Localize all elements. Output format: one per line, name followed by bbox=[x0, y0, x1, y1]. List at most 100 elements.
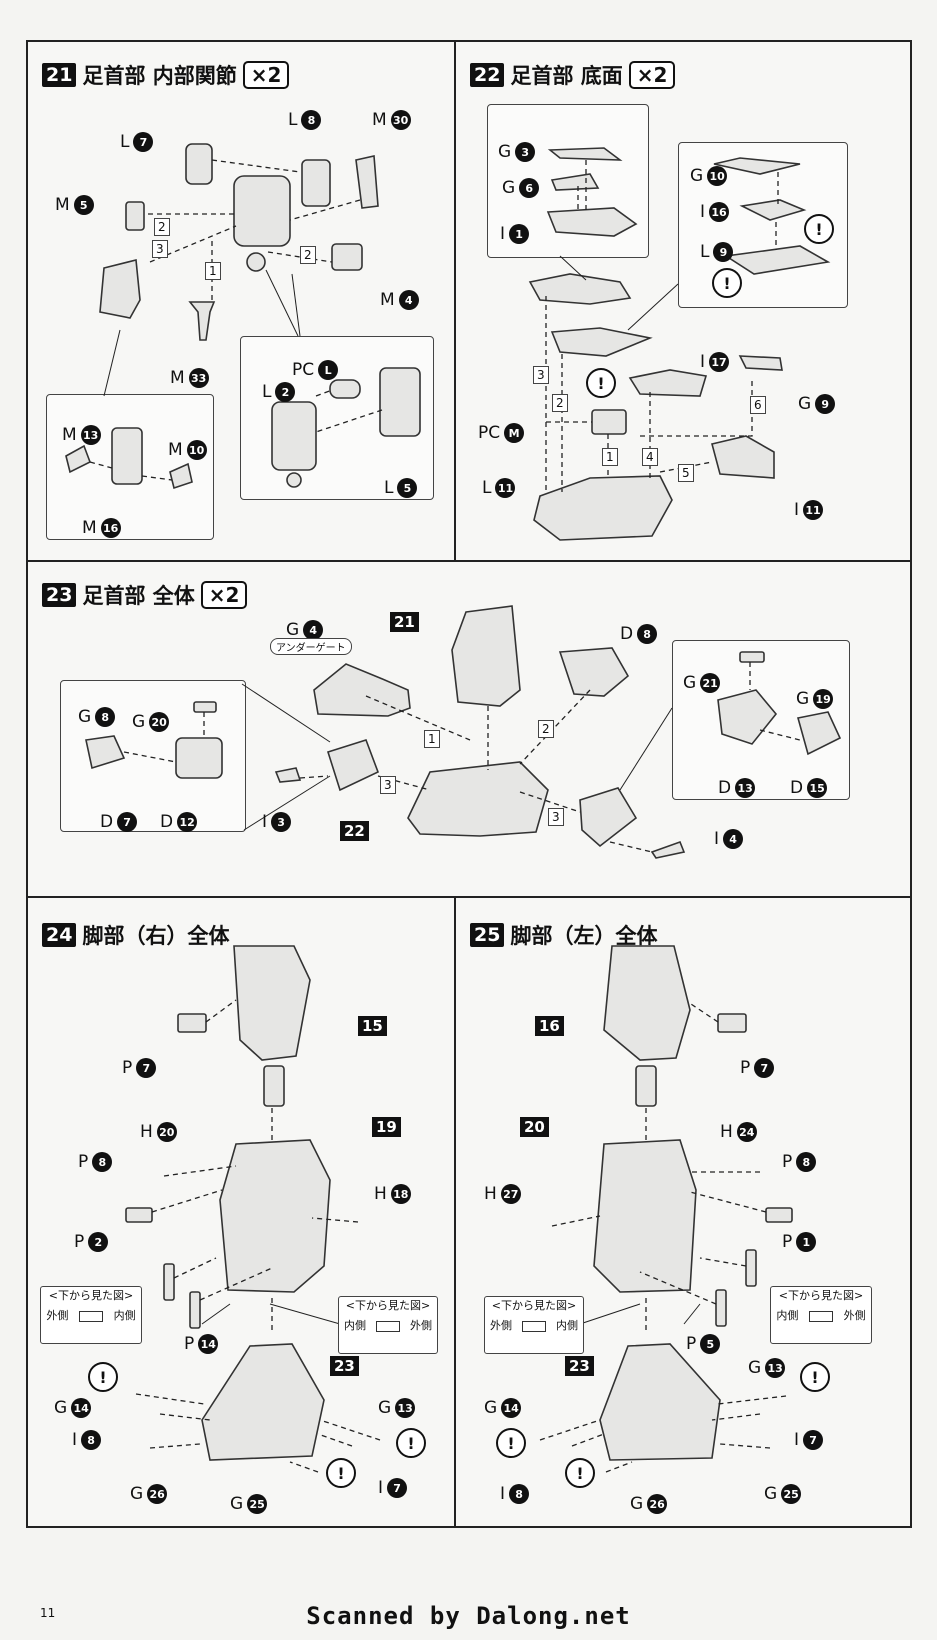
part-i16 bbox=[739, 199, 807, 221]
part-i1-assembled bbox=[528, 273, 632, 305]
leg-main-right bbox=[219, 1139, 331, 1293]
leg-upper-left bbox=[603, 945, 691, 1061]
runner-letter: I bbox=[700, 352, 706, 372]
part-g3 bbox=[547, 147, 623, 161]
part-g9 bbox=[738, 355, 783, 371]
part-number-badge: 14 bbox=[198, 1334, 219, 1354]
part-p2 bbox=[163, 1263, 175, 1301]
runner-letter: G bbox=[796, 689, 810, 709]
caution-icon: ! bbox=[326, 1458, 356, 1488]
runner-letter: G bbox=[498, 142, 512, 162]
part-number-badge: 8 bbox=[95, 707, 116, 727]
runner-letter: I bbox=[500, 1484, 506, 1504]
runner-letter: I bbox=[378, 1478, 384, 1498]
scan-credit: Scanned by Dalong.net bbox=[306, 1602, 631, 1630]
part-number-badge: 1 bbox=[796, 1232, 817, 1252]
part-number-badge: 30 bbox=[390, 110, 411, 130]
part-number-badge: 27 bbox=[500, 1184, 521, 1204]
runner-letter: P bbox=[740, 1058, 751, 1078]
part-number-badge: 13 bbox=[80, 425, 101, 445]
part-number-badge: 9 bbox=[713, 242, 734, 262]
part-number-badge: 24 bbox=[736, 1122, 757, 1142]
part-number-badge: 16 bbox=[100, 518, 121, 538]
part-l9 bbox=[723, 245, 831, 275]
part-number-badge: 2 bbox=[275, 382, 296, 402]
runner-letter: I bbox=[794, 500, 800, 520]
leg-joint-left bbox=[635, 1065, 657, 1107]
part-pcl bbox=[329, 379, 361, 399]
step-title-text: 足首部 全体 bbox=[82, 584, 195, 608]
assembly-step-ref: 15 bbox=[358, 1016, 387, 1036]
part-number-badge: 14 bbox=[71, 1398, 92, 1418]
runner-letter: G bbox=[378, 1398, 392, 1418]
multiplier-badge: ×2 bbox=[242, 61, 290, 89]
runner-letter: L bbox=[700, 242, 710, 262]
step-25-title: 25 脚部（左）全体 bbox=[470, 920, 657, 950]
part-number-badge: 7 bbox=[133, 132, 154, 152]
runner-letter: I bbox=[714, 829, 720, 849]
step-21-title: 21 足首部 内部関節 ×2 bbox=[42, 60, 290, 90]
part-p7-left bbox=[717, 1013, 747, 1033]
sequence-number: 4 bbox=[642, 448, 658, 466]
part-number-badge: 7 bbox=[117, 812, 138, 832]
part-number-badge: 7 bbox=[387, 1478, 408, 1498]
part-number-badge: 26 bbox=[647, 1494, 668, 1514]
runner-letter: L bbox=[262, 382, 272, 402]
shim-shape-icon bbox=[522, 1321, 546, 1332]
part-number-badge: 9 bbox=[815, 394, 836, 414]
runner-letter: I bbox=[700, 202, 706, 222]
part-m16 bbox=[111, 427, 143, 485]
sequence-number: 2 bbox=[552, 394, 568, 412]
sequence-number: 3 bbox=[380, 776, 396, 794]
side-label: 外側 bbox=[46, 1309, 69, 1322]
runner-letter: D bbox=[160, 812, 174, 832]
runner-letter: I bbox=[262, 812, 268, 832]
assembly-step-ref: 23 bbox=[330, 1356, 359, 1376]
part-number-badge: 7 bbox=[754, 1058, 775, 1078]
assembly-step-ref: 21 bbox=[390, 612, 419, 632]
runner-letter: H bbox=[484, 1184, 497, 1204]
assembly-step-ref: 23 bbox=[565, 1356, 594, 1376]
part-d13-d15 bbox=[717, 689, 778, 745]
part-number-badge: 13 bbox=[735, 778, 756, 798]
bottom-view-box-left-2: <下から見た図> 内側 外側 bbox=[770, 1286, 872, 1344]
part-d8 bbox=[558, 647, 630, 697]
part-number-badge: L bbox=[318, 360, 339, 380]
bottom-view-title: <下から見た図> bbox=[345, 1299, 431, 1312]
part-number-badge: 5 bbox=[73, 195, 94, 215]
runner-letter: M bbox=[82, 518, 97, 538]
part-p1 bbox=[745, 1249, 757, 1287]
step-22-title: 22 足首部 底面 ×2 bbox=[470, 60, 676, 90]
runner-letter: P bbox=[184, 1334, 195, 1354]
guide-lines bbox=[89, 159, 801, 1473]
bottom-view-box-left-1: <下から見た図> 外側 内側 bbox=[484, 1296, 584, 1354]
part-number-badge: 17 bbox=[709, 352, 730, 372]
part-number-badge: 1 bbox=[509, 224, 530, 244]
caution-icon: ! bbox=[586, 368, 616, 398]
assembly-step-ref: 20 bbox=[520, 1117, 549, 1137]
ball-joint-part bbox=[246, 252, 266, 272]
runner-letter: D bbox=[718, 778, 732, 798]
part-number-badge: 7 bbox=[136, 1058, 157, 1078]
part-p5 bbox=[715, 1289, 727, 1327]
sequence-number: 2 bbox=[538, 720, 554, 738]
runner-letter: PC bbox=[292, 360, 315, 380]
part-m5 bbox=[125, 201, 145, 231]
